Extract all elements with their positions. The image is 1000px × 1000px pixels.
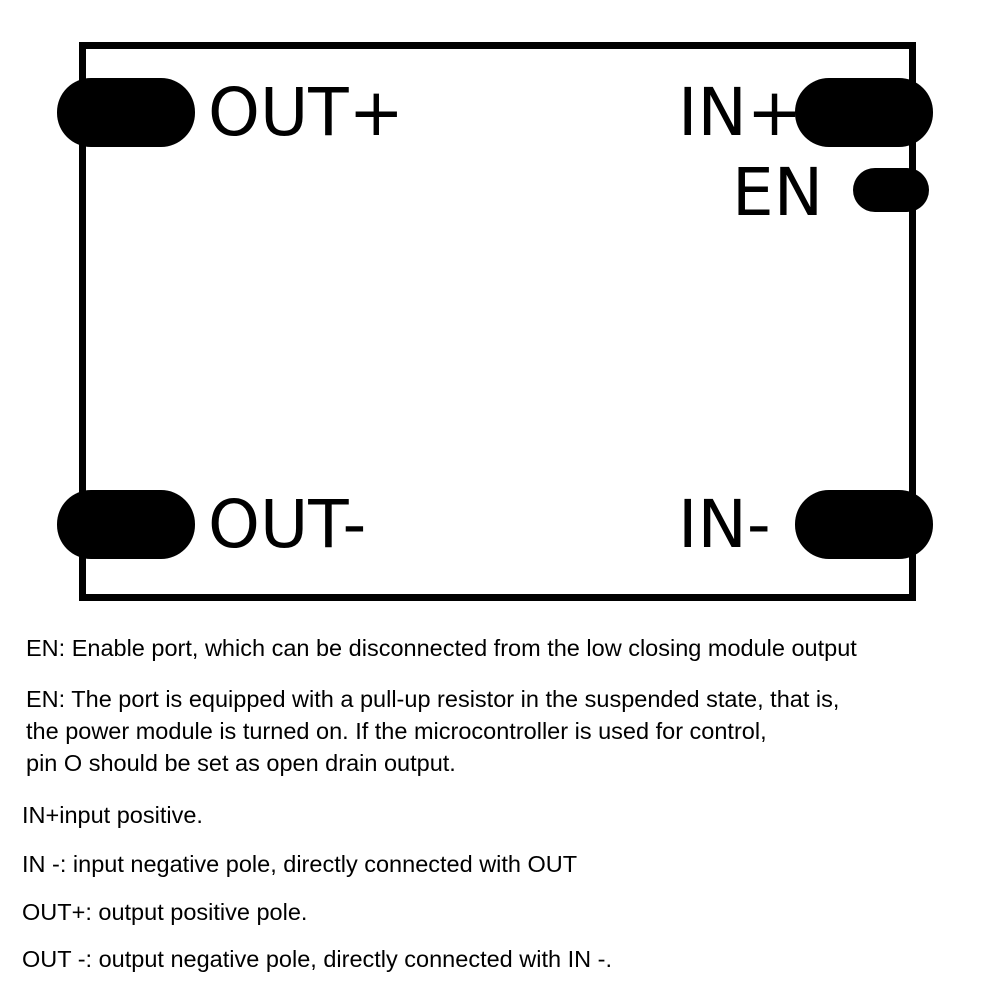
out-plus-label: OUT+ (208, 74, 404, 151)
in-plus-label: IN+ (678, 74, 803, 151)
out-plus-pad (57, 78, 195, 147)
en-label: EN (732, 154, 824, 231)
out-minus-pad (57, 490, 195, 559)
note-in-plus: IN+input positive. (22, 802, 203, 828)
note-out-minus: OUT -: output negative pole, directly co… (22, 946, 612, 972)
note-en-pullup-1: EN: The port is equipped with a pull-up … (26, 686, 840, 712)
note-in-minus: IN -: input negative pole, directly conn… (22, 851, 578, 877)
module-outline (79, 42, 916, 601)
note-en-enable: EN: Enable port, which can be disconnect… (26, 635, 857, 661)
in-minus-label: IN- (678, 486, 771, 563)
in-minus-pad (795, 490, 933, 559)
en-pad (853, 168, 929, 212)
out-minus-label: OUT- (208, 486, 367, 563)
in-plus-pad (795, 78, 933, 147)
note-out-plus: OUT+: output positive pole. (22, 899, 308, 925)
note-en-pullup-3: pin O should be set as open drain output… (26, 750, 456, 776)
note-en-pullup-2: the power module is turned on. If the mi… (26, 718, 767, 744)
